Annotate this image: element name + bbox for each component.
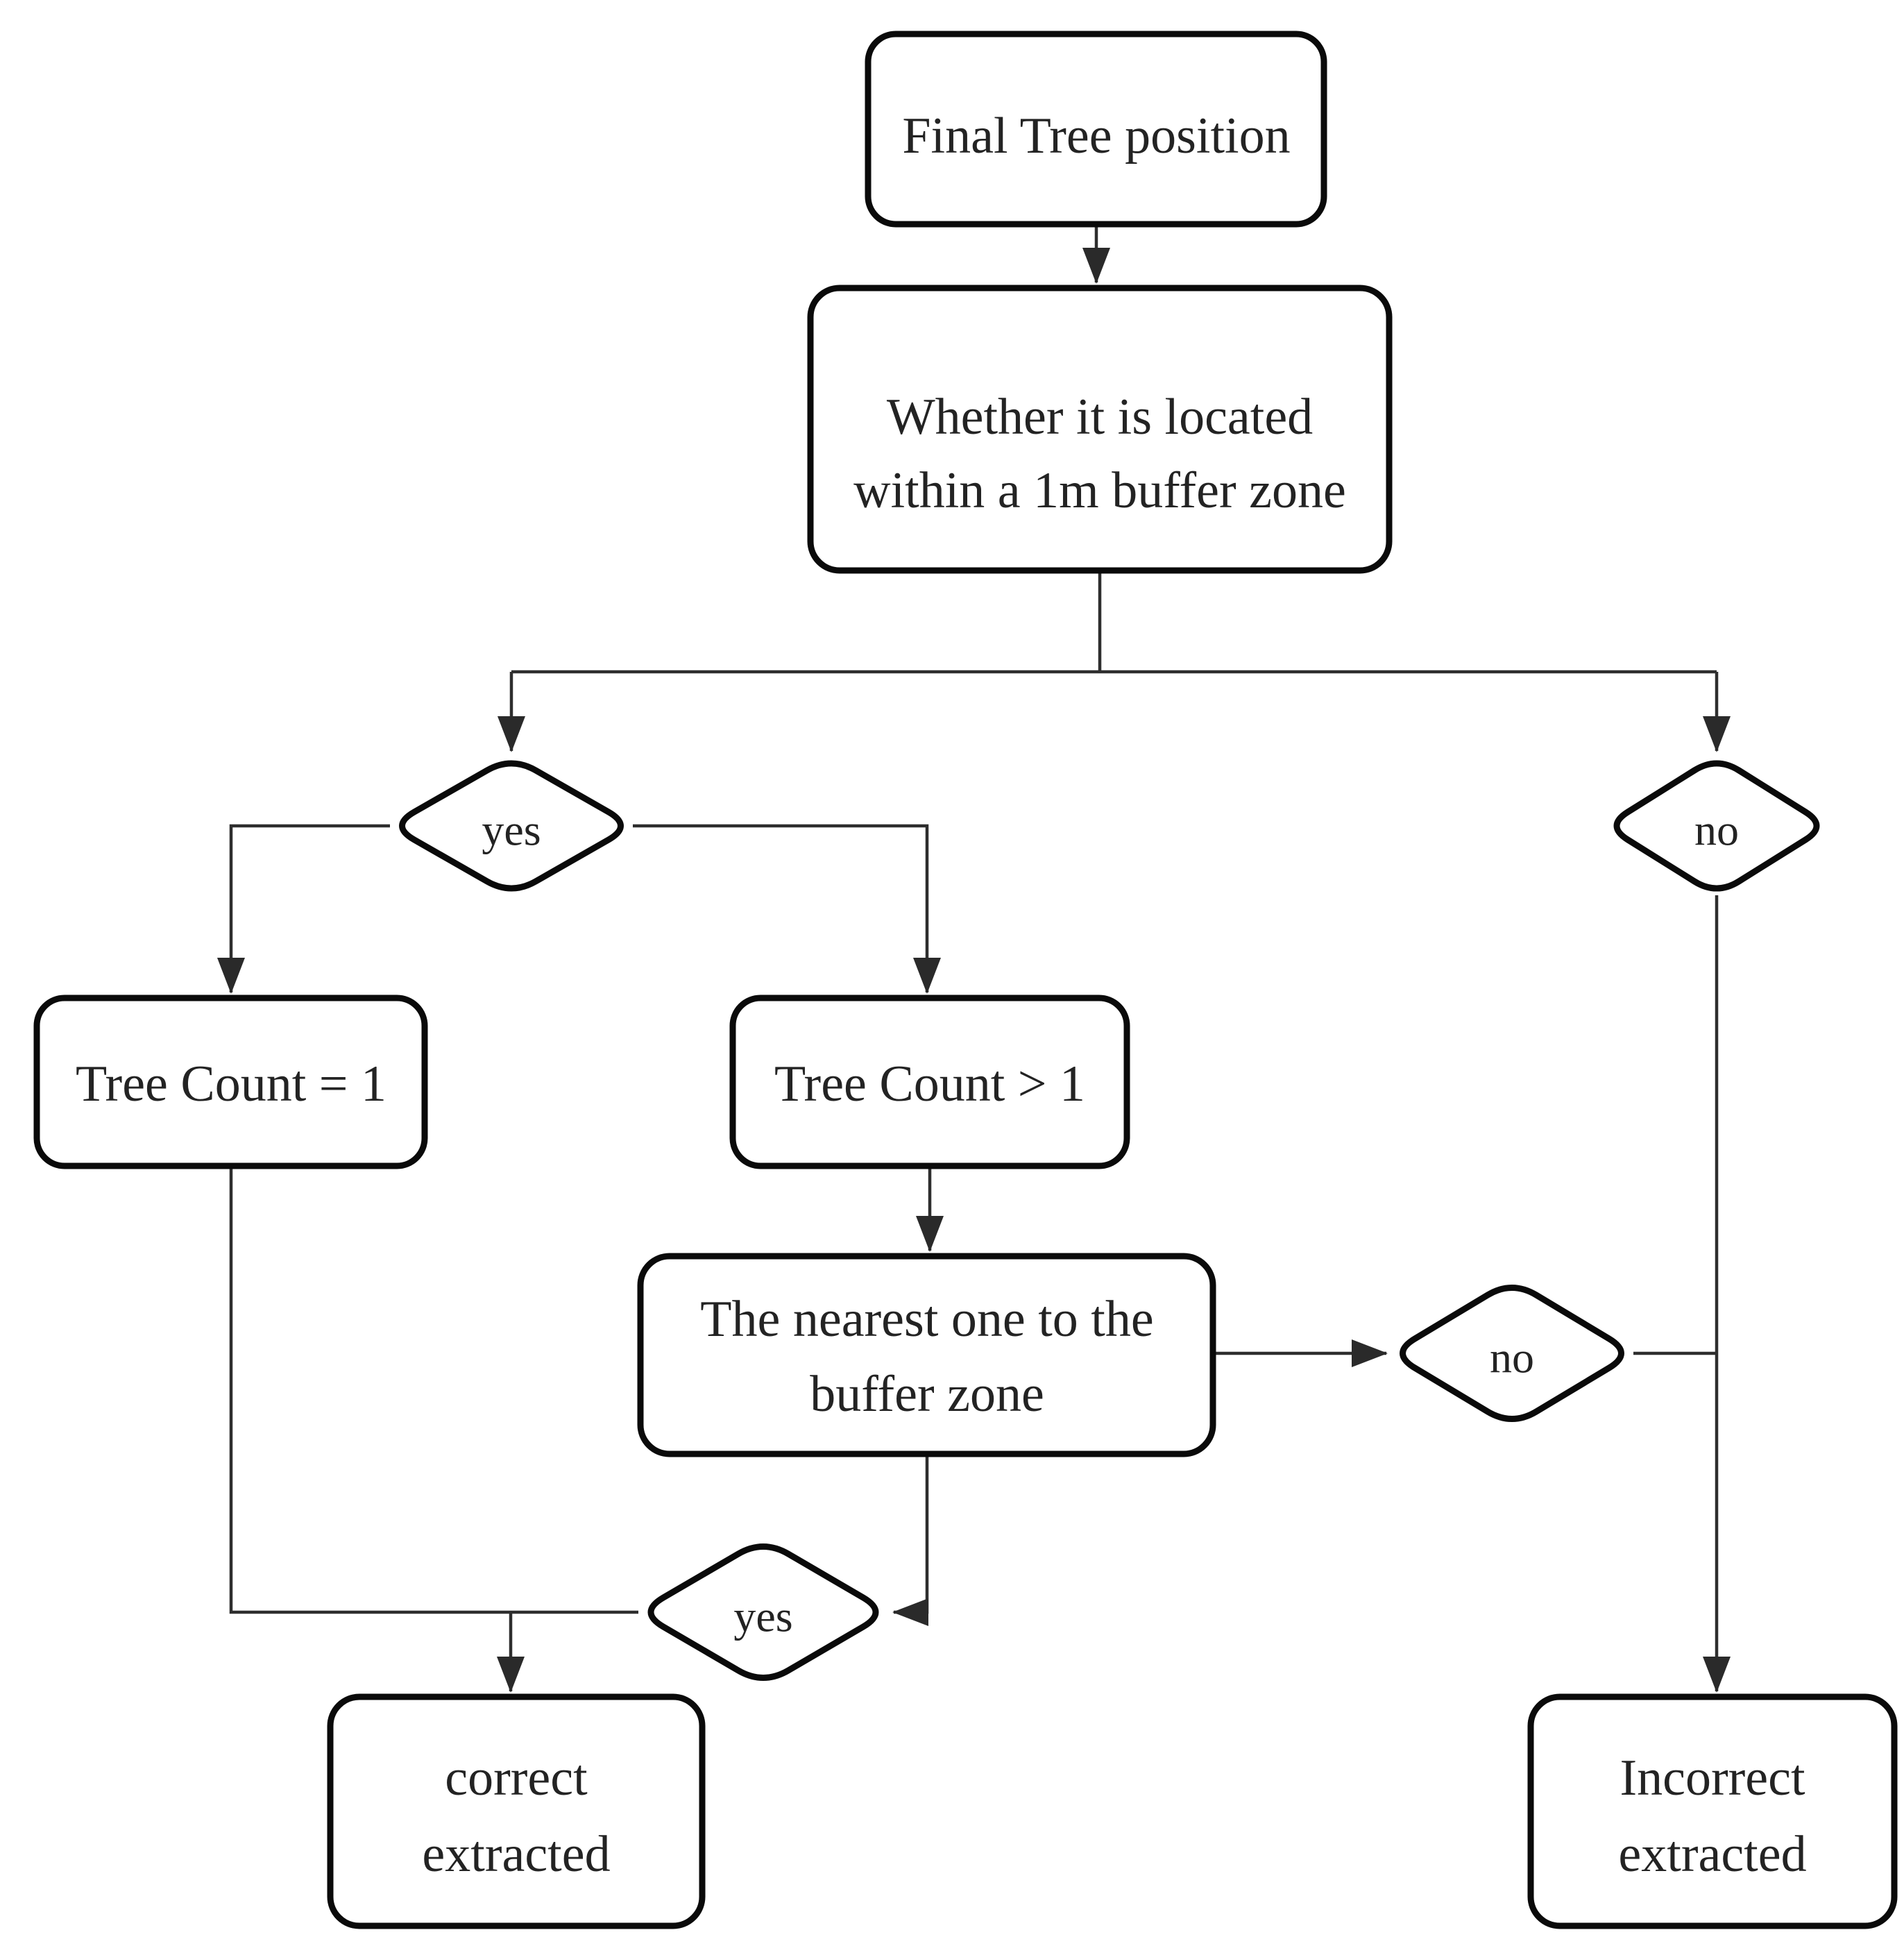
buffer-check-label-line2: within a 1m buffer zone [853, 462, 1346, 519]
tree-count-gt-1-label: Tree Count > 1 [774, 1056, 1085, 1112]
final-tree-position-box [865, 31, 1327, 228]
incorrect-extracted-box [1527, 1693, 1898, 1929]
nearest-yes-diamond [647, 1543, 879, 1681]
nearest-yes-label: yes [733, 1592, 792, 1641]
node-incorrect-extracted: Incorrect extracted [1527, 1693, 1898, 1929]
node-no-branch: no [1613, 760, 1820, 892]
nearest-one-label-line2: buffer zone [810, 1366, 1044, 1423]
edges [217, 224, 1731, 1693]
final-tree-position-label: Final Tree position [902, 108, 1290, 164]
node-nearest-no: no [1400, 1285, 1624, 1422]
yes-branch-label: yes [482, 806, 541, 855]
edge-nearest-to-yes2 [892, 1454, 929, 1626]
no-branch-label: no [1694, 806, 1739, 855]
node-tree-count-gt-1: Tree Count > 1 [729, 995, 1130, 1169]
correct-extracted-label-line2: extracted [422, 1826, 610, 1883]
buffer-check-label-line1: Whether it is located [887, 389, 1313, 446]
nearest-one-box [637, 1253, 1216, 1457]
correct-extracted-box [327, 1693, 706, 1929]
node-correct-extracted: correct extracted [327, 1693, 706, 1929]
node-tree-count-eq-1: Tree Count = 1 [33, 995, 428, 1169]
no-branch-diamond [1613, 760, 1820, 892]
buffer-check-box [807, 285, 1393, 574]
edge-yes-to-treecount1 [217, 824, 390, 994]
node-yes-branch: yes [399, 760, 624, 892]
edge-treecount1-to-yes2 [229, 1166, 638, 1614]
nearest-one-label-line1: The nearest one to the [700, 1291, 1153, 1348]
tree-count-gt-1-box [729, 995, 1130, 1169]
tree-count-eq-1-box [33, 995, 428, 1169]
edge-yes-to-treecountgt1 [633, 824, 941, 994]
correct-extracted-label-line1: correct [445, 1750, 588, 1807]
node-final-tree-position: Final Tree position [865, 31, 1327, 228]
yes-branch-diamond [399, 760, 624, 892]
nearest-no-diamond [1400, 1285, 1624, 1422]
node-nearest-yes: yes [647, 1543, 879, 1681]
incorrect-extracted-label-line1: Incorrect [1620, 1750, 1805, 1807]
nearest-no-label: no [1490, 1333, 1534, 1382]
node-buffer-check: Whether it is located within a 1m buffer… [807, 285, 1393, 574]
nodes: Final Tree position Whether it is locate… [33, 31, 1898, 1929]
node-nearest-one: The nearest one to the buffer zone [637, 1253, 1216, 1457]
tree-count-eq-1-label: Tree Count = 1 [76, 1056, 386, 1112]
incorrect-extracted-label-line2: extracted [1618, 1826, 1806, 1883]
